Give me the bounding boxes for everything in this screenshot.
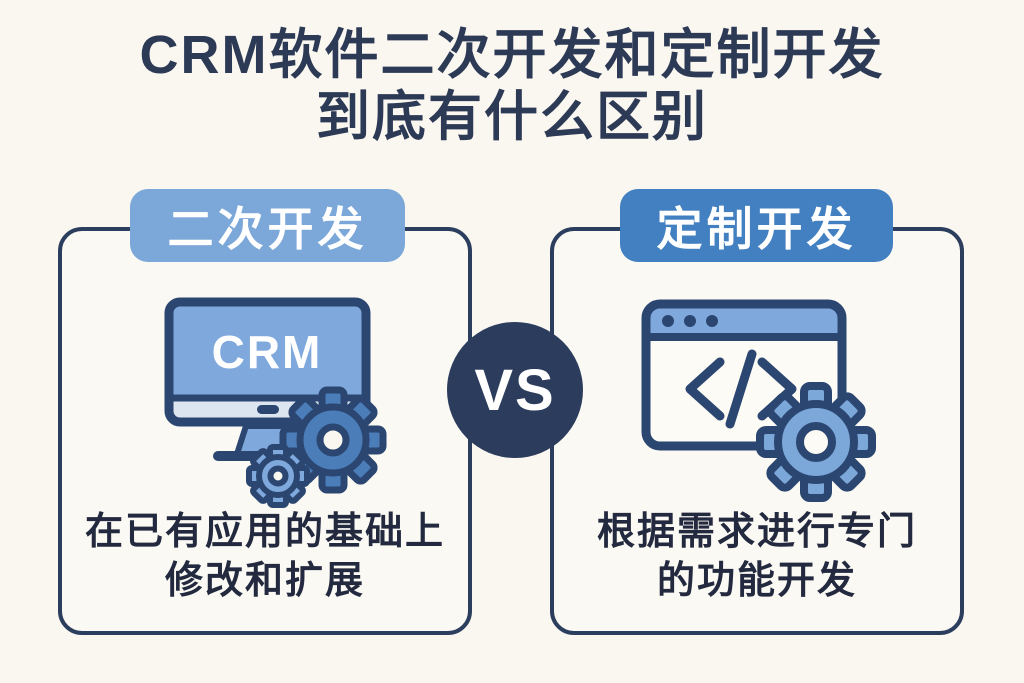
secondary-development-header-badge: 二次开发: [130, 189, 405, 262]
secondary-development-description: 在已有应用的基础上 修改和扩展: [58, 508, 472, 606]
secondary-development-description-line1: 在已有应用的基础上: [84, 511, 445, 553]
crm-monitor-with-gears-icon: CRM: [164, 297, 387, 508]
secondary-development-description-line2: 修改和扩展: [164, 560, 365, 602]
custom-development-header-label: 定制开发: [656, 202, 857, 255]
secondary-development-header-label: 二次开发: [167, 202, 368, 255]
browser-code-with-gear-icon: [641, 299, 876, 502]
gear-icon: [756, 382, 876, 502]
custom-development-header-badge: 定制开发: [620, 189, 893, 262]
small-gear-icon: [246, 444, 310, 508]
page-title: CRM软件二次开发和定制开发 到底有什么区别: [0, 24, 1024, 148]
vs-badge: VS: [447, 322, 583, 458]
monitor-bar-dot: [257, 405, 279, 414]
page-title-line2: 到底有什么区别: [316, 87, 708, 147]
custom-development-description: 根据需求进行专门 的功能开发: [550, 508, 964, 606]
custom-development-description-line1: 根据需求进行专门: [596, 511, 917, 553]
vs-label: VS: [474, 357, 556, 423]
browser-dots-icon: [662, 315, 718, 327]
page-title-line1: CRM软件二次开发和定制开发: [139, 25, 885, 85]
custom-development-description-line2: 的功能开发: [656, 560, 857, 602]
crm-screen-label: CRM: [212, 326, 323, 378]
